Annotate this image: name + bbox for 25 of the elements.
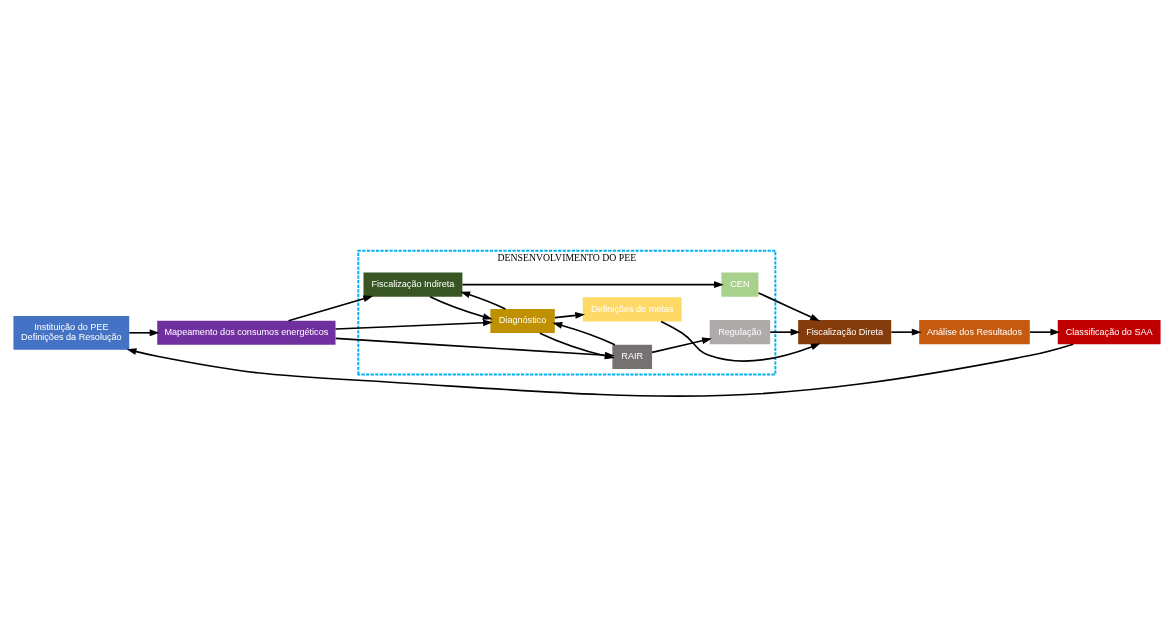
arrow xyxy=(651,337,712,354)
node-box: Fiscalização Indireta xyxy=(363,272,463,297)
arrow xyxy=(461,281,724,289)
node-box: Definições de metas xyxy=(582,297,682,322)
arrow xyxy=(890,328,922,336)
node-box: Fiscalização Direta xyxy=(798,320,892,345)
arrow xyxy=(126,343,1075,397)
node-box: CEN xyxy=(721,272,759,297)
node-box: Classificação do SAA xyxy=(1057,320,1161,345)
arrow xyxy=(552,322,616,346)
arrow xyxy=(287,295,374,322)
node-box: Diagnóstico xyxy=(490,309,555,334)
arrow xyxy=(429,295,493,320)
node-box: Regulação xyxy=(709,320,771,345)
arrow xyxy=(128,329,160,337)
arrow xyxy=(554,312,586,319)
arrow xyxy=(334,319,493,330)
arrow xyxy=(757,292,820,322)
arrow xyxy=(1029,328,1061,336)
node-box: Mapeamento dos consumos energéticos xyxy=(157,320,336,345)
node-box: Análise dos Resultados xyxy=(919,320,1030,345)
node-box: RAIR xyxy=(612,344,653,369)
arrow xyxy=(769,328,801,336)
arrow xyxy=(460,291,507,310)
node-box: Instituição do PEE Definições da Resolução xyxy=(13,315,130,350)
